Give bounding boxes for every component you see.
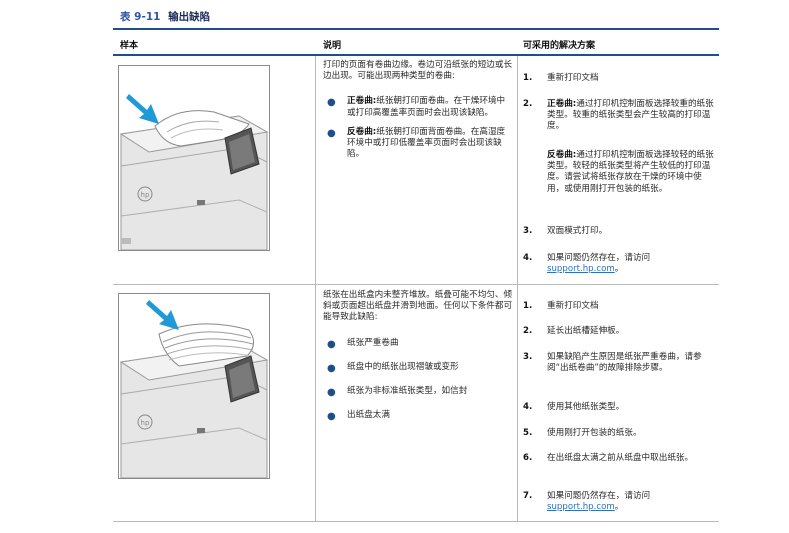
bullet-stacking: ● 出纸盘太满 [327,410,390,423]
bullet-dot-icon: ● [327,338,336,350]
header-description: 说明 [323,41,342,51]
bullet-dot-icon: ● [327,387,336,399]
header-top-rule [113,28,719,30]
bullet-dot-icon: ● [327,411,336,423]
solution-step: 4. 使用其他纸张类型。 [523,402,625,412]
bullet-dot-icon: ● [327,362,336,374]
solution-step: 3. 双面模式打印。 [523,226,608,236]
bullet-curl-positive: ● 正卷曲:纸张朝打印面卷曲。在干燥环境中或打印高覆盖率页面时会出现该缺陷。 [323,96,513,118]
column-divider-2 [517,56,518,522]
table-title: 表 9-11 输出缺陷 [120,9,210,24]
bullet-stacking: ● 纸盘中的纸张出现褶皱或变形 [327,361,459,374]
description-curl: 打印的页面有卷曲边缘。卷边可沿纸张的短边或长边出现。可能出现两种类型的卷曲: ●… [323,60,513,160]
table-bottom-rule [113,521,719,522]
table-number: 表 9-11 [120,11,161,23]
row-divider [113,284,719,285]
solution-step: 6. 在出纸盘太满之前从纸盘中取出纸张。 [523,453,694,463]
solution-step: 5. 使用刚打开包装的纸张。 [523,428,642,438]
bullet-term: 正卷曲: [347,96,377,107]
bullet-term: 反卷曲: [347,126,377,137]
solution-step: 反卷曲:通过打印机控制面板选择较轻的纸张类型。较轻的纸张类型将产生较低的打印温度… [547,150,714,194]
bullet-text: 纸张朝打印面卷曲。在干燥环境中或打印高覆盖率页面时会出现该缺陷。 [347,96,506,118]
header-sample: 样本 [120,41,139,51]
support-link[interactable]: support.hp.com [547,502,615,513]
bullet-dot-icon: ● [327,127,336,139]
solution-step: 1. 重新打印文档 [523,73,599,83]
solution-step: 1. 重新打印文档 [523,301,599,311]
header-bottom-rule [113,54,719,56]
solution-step: 2. 正卷曲:通过打印机控制面板选择较重的纸张类型。较重的纸张类型会产生较高的打… [523,99,714,132]
bullet-stacking: ● 纸张为非标准纸张类型，如信封 [327,386,468,399]
header-solution: 可采用的解决方案 [523,41,596,51]
support-link[interactable]: support.hp.com [547,264,615,275]
svg-text:hp: hp [141,191,150,199]
description-stacking: 纸张在出纸盒内未整齐堆放。纸叠可能不均匀、倾斜或页面超出纸盘并滑到地面。任何以下… [323,290,513,423]
bullet-text: 纸张朝打印面背面卷曲。在高湿度环境中或打印低覆盖率页面时会出现该缺陷。 [347,126,506,160]
solution-step: 2. 延长出纸槽延伸板。 [523,326,625,336]
description-stacking-intro: 纸张在出纸盒内未整齐堆放。纸叠可能不均匀、倾斜或页面超出纸盘并滑到地面。任何以下… [323,290,513,323]
solution-step: 3. 如果缺陷产生原因是纸张严重卷曲，请参阅“出纸卷曲”的故障排除步骤。 [523,352,702,374]
bullet-curl-negative: ● 反卷曲:纸张朝打印面背面卷曲。在高湿度环境中或打印低覆盖率页面时会出现该缺陷… [323,127,513,161]
table-title-text: 输出缺陷 [168,11,211,23]
sample-image-stacking: hp [118,293,270,479]
bullet-dot-icon: ● [327,97,336,109]
column-divider-1 [315,56,316,522]
svg-text:hp: hp [141,419,150,427]
sample-image-curl: hp [118,65,270,251]
bullet-stacking: ● 纸张严重卷曲 [327,337,399,350]
description-curl-intro: 打印的页面有卷曲边缘。卷边可沿纸张的短边或长边出现。可能出现两种类型的卷曲: [323,60,513,82]
